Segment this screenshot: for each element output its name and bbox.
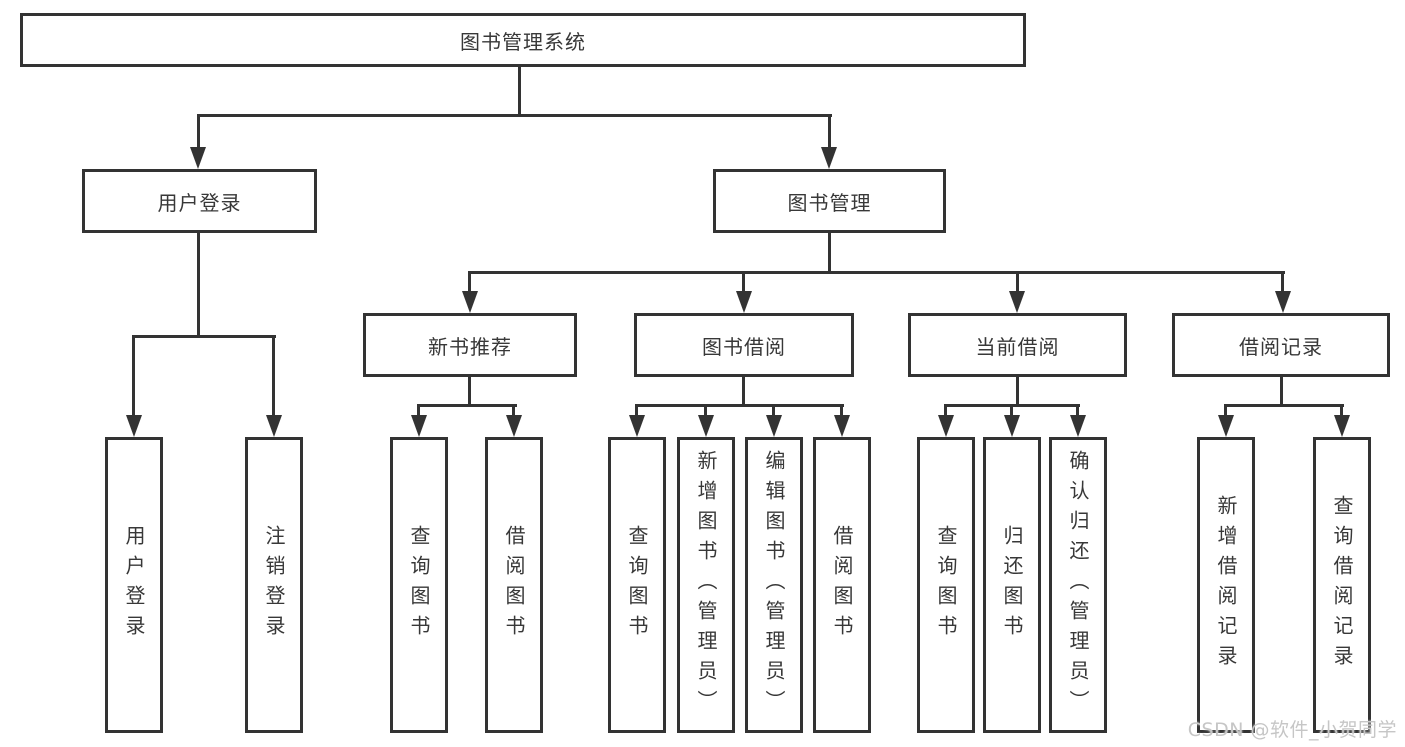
leaf-edit-book-admin-label: 编辑图书（管理员） (762, 450, 786, 720)
arrow-down-icon (411, 415, 427, 437)
arrow-down-icon (938, 415, 954, 437)
connector-line (468, 375, 471, 404)
node-book-management: 图书管理 (713, 169, 946, 233)
connector-line (1340, 404, 1343, 415)
connector-line (468, 271, 1285, 274)
leaf-logout: 注销登录 (245, 437, 303, 733)
connector-line (197, 231, 200, 335)
leaf-query-books-recommend-label: 查询图书 (407, 525, 431, 645)
connector-line (512, 404, 515, 415)
connector-line (1016, 271, 1019, 291)
leaf-add-book-admin-label: 新增图书（管理员） (694, 450, 718, 720)
node-book-management-label: 图书管理 (787, 190, 872, 215)
connector-line (197, 114, 832, 117)
connector-line (417, 404, 420, 415)
leaf-logout-label: 注销登录 (262, 525, 286, 645)
arrow-down-icon (698, 415, 714, 437)
leaf-user-login: 用户登录 (105, 437, 163, 733)
leaf-query-borrow-record-label: 查询借阅记录 (1330, 495, 1354, 675)
leaf-add-borrow-record-label: 新增借阅记录 (1214, 495, 1238, 675)
connector-line (197, 114, 200, 147)
arrow-down-icon (736, 291, 752, 313)
node-library-system-label: 图书管理系统 (460, 29, 586, 54)
node-user-login: 用户登录 (82, 169, 317, 233)
node-borrow-records: 借阅记录 (1172, 313, 1390, 377)
connector-line (944, 404, 947, 415)
connector-line (132, 335, 276, 338)
arrow-down-icon (506, 415, 522, 437)
arrow-down-icon (1218, 415, 1234, 437)
node-new-book-recommend: 新书推荐 (363, 313, 577, 377)
node-borrow-records-label: 借阅记录 (1239, 334, 1323, 359)
leaf-query-borrow-record: 查询借阅记录 (1313, 437, 1371, 733)
node-book-borrow-label: 图书借阅 (702, 334, 786, 359)
arrow-down-icon (462, 291, 478, 313)
connector-line (272, 335, 275, 415)
connector-line (132, 335, 135, 415)
arrow-down-icon (834, 415, 850, 437)
connector-line (1224, 404, 1227, 415)
node-book-borrow: 图书借阅 (634, 313, 854, 377)
connector-line (468, 271, 471, 291)
leaf-return-book: 归还图书 (983, 437, 1041, 733)
leaf-add-borrow-record: 新增借阅记录 (1197, 437, 1255, 733)
node-current-borrow: 当前借阅 (908, 313, 1127, 377)
connector-line (1224, 404, 1344, 407)
leaf-query-books-current: 查询图书 (917, 437, 975, 733)
connector-line (742, 271, 745, 291)
connector-line (1281, 271, 1284, 291)
leaf-borrow-books-borrow: 借阅图书 (813, 437, 871, 733)
connector-line (1076, 404, 1079, 415)
leaf-edit-book-admin: 编辑图书（管理员） (745, 437, 803, 733)
leaf-query-books-current-label: 查询图书 (934, 525, 958, 645)
connector-line (772, 404, 775, 415)
leaf-borrow-books-borrow-label: 借阅图书 (830, 525, 854, 645)
leaf-query-books-recommend: 查询图书 (390, 437, 448, 733)
arrow-down-icon (629, 415, 645, 437)
leaf-confirm-return-admin: 确认归还（管理员） (1049, 437, 1107, 733)
connector-line (828, 231, 831, 271)
connector-line (635, 404, 844, 407)
arrow-down-icon (821, 147, 837, 169)
connector-line (417, 404, 517, 407)
leaf-confirm-return-admin-label: 确认归还（管理员） (1066, 450, 1090, 720)
arrow-down-icon (126, 415, 142, 437)
leaf-return-book-label: 归还图书 (1000, 525, 1024, 645)
connector-line (1280, 375, 1283, 404)
arrow-down-icon (190, 147, 206, 169)
connector-line (840, 404, 843, 415)
arrow-down-icon (1334, 415, 1350, 437)
connector-line (635, 404, 638, 415)
connector-line (742, 375, 745, 404)
node-user-login-label: 用户登录 (157, 190, 242, 215)
arrow-down-icon (1009, 291, 1025, 313)
node-new-book-recommend-label: 新书推荐 (428, 334, 512, 359)
connector-line (828, 114, 831, 147)
connector-line (704, 404, 707, 415)
leaf-query-books-borrow: 查询图书 (608, 437, 666, 733)
leaf-borrow-books-recommend: 借阅图书 (485, 437, 543, 733)
connector-line (518, 65, 521, 115)
node-library-system: 图书管理系统 (20, 13, 1026, 67)
arrow-down-icon (1275, 291, 1291, 313)
connector-line (1016, 375, 1019, 404)
arrow-down-icon (266, 415, 282, 437)
leaf-add-book-admin: 新增图书（管理员） (677, 437, 735, 733)
arrow-down-icon (766, 415, 782, 437)
leaf-borrow-books-recommend-label: 借阅图书 (502, 525, 526, 645)
leaf-user-login-label: 用户登录 (122, 525, 146, 645)
leaf-query-books-borrow-label: 查询图书 (625, 525, 649, 645)
arrow-down-icon (1004, 415, 1020, 437)
watermark: CSDN @软件_小贺同学 (1187, 719, 1397, 741)
connector-line (1010, 404, 1013, 415)
arrow-down-icon (1070, 415, 1086, 437)
node-current-borrow-label: 当前借阅 (975, 334, 1060, 359)
